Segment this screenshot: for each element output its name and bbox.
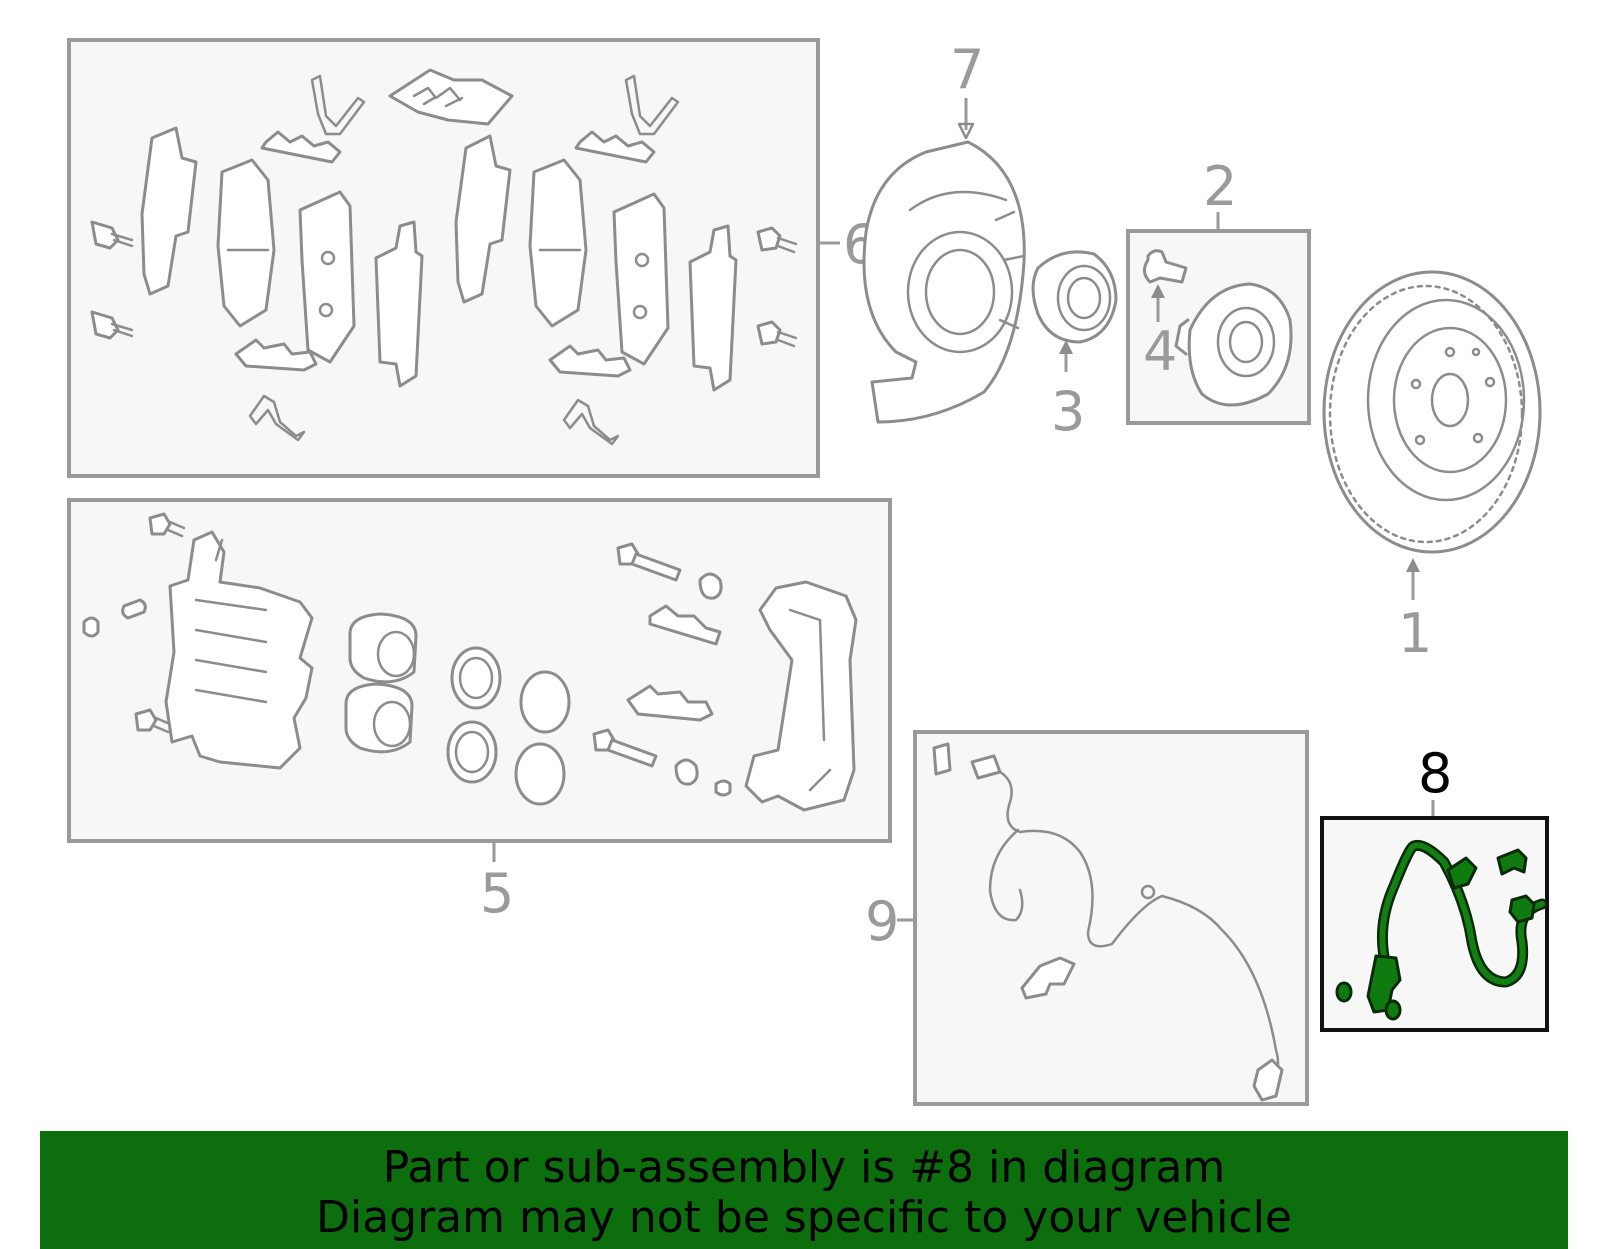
callout-7: 7	[950, 38, 984, 101]
notice-banner: Part or sub-assembly is #8 in diagram Di…	[40, 1131, 1568, 1249]
piston-icon	[348, 612, 418, 684]
pin-boot-icon	[674, 758, 699, 786]
pad-shim-outline	[454, 134, 512, 304]
anti-rattle-shim-icon	[574, 130, 656, 164]
callout-1: 1	[1398, 602, 1432, 665]
callout-8: 8	[1418, 742, 1452, 805]
pad-shim-outline	[688, 224, 738, 392]
banner-line-1: Part or sub-assembly is #8 in diagram	[382, 1142, 1226, 1193]
callout-9: 9	[865, 890, 899, 953]
caliper-group: 5	[67, 498, 892, 925]
cap-icon	[82, 616, 100, 638]
brake-pad-outline	[298, 190, 356, 364]
callout-3: 3	[1051, 380, 1085, 443]
pad-kit-group: 6	[67, 38, 877, 478]
spring-clip-icon	[562, 398, 620, 446]
piston-seal-icon	[450, 646, 502, 710]
wheel-bearing-icon	[1031, 250, 1118, 344]
bracket-icon	[1020, 956, 1076, 1000]
spring-clip-icon	[248, 394, 306, 442]
guide-pin-icon	[616, 542, 682, 582]
brake-hose-group: 8	[1320, 742, 1549, 1032]
sensor-head-icon	[1252, 1058, 1284, 1102]
bleeder-screw-icon	[148, 512, 186, 538]
brake-pad-outline	[216, 158, 276, 328]
pin-boot-icon	[121, 598, 147, 620]
callout-2: 2	[1203, 155, 1237, 218]
wheel-stud-icon	[1143, 249, 1188, 284]
pad-clip-icon	[626, 684, 714, 722]
brake-rotor-outline	[1322, 270, 1542, 554]
bolt-icon	[756, 226, 798, 254]
speed-sensor-box	[913, 730, 1309, 1106]
brake-pad-outline	[528, 158, 588, 328]
caliper-bracket-outline	[744, 580, 858, 812]
washer-icon	[1384, 999, 1402, 1021]
wheel-hub-outline	[1187, 282, 1293, 407]
pad-wear-sticker-icon	[388, 68, 514, 126]
piston-icon	[344, 682, 414, 754]
bolt-icon	[90, 220, 134, 250]
dust-boot-icon	[514, 742, 566, 806]
hose-fitting-icon	[1446, 856, 1478, 890]
bolt-icon	[90, 310, 134, 340]
splash-shield-group: 7	[862, 38, 1026, 424]
anti-rattle-shim-icon	[260, 130, 342, 164]
pad-shim-outline	[140, 126, 198, 296]
cap-icon	[714, 779, 732, 797]
dust-boot-icon	[519, 670, 571, 734]
caliper-housing-outline	[164, 530, 314, 770]
anti-rattle-shim-icon	[648, 604, 722, 646]
speed-sensor-group: 9	[865, 730, 1309, 1106]
banner-line-2: Diagram may not be specific to your vehi…	[316, 1192, 1292, 1243]
brake-hose-outline	[1379, 842, 1545, 985]
pin-boot-icon	[698, 572, 723, 600]
wheel-bearing-group: 3	[1031, 250, 1118, 443]
sensor-wire-outline	[998, 770, 1280, 1082]
brake-rotor-group: 1	[1322, 270, 1542, 665]
pad-clip-icon	[234, 338, 318, 372]
pad-shim-outline	[374, 220, 424, 388]
callout-5: 5	[480, 862, 514, 925]
hose-clip-icon	[1496, 848, 1528, 876]
spring-clip-icon	[310, 74, 366, 136]
hose-end-fitting-icon	[1508, 894, 1536, 924]
connector-icon	[932, 742, 952, 776]
connector-icon	[970, 754, 1002, 780]
piston-seal-icon	[446, 720, 498, 784]
brake-pad-outline	[612, 192, 670, 366]
spring-clip-icon	[624, 74, 680, 136]
hub-group: 2 4	[1126, 155, 1311, 425]
splash-shield-outline	[862, 140, 1026, 424]
guide-pin-icon	[592, 728, 658, 768]
callout-4: 4	[1143, 320, 1177, 383]
pad-clip-icon	[548, 344, 632, 378]
washer-icon	[1335, 981, 1353, 1003]
bolt-icon	[756, 320, 798, 348]
